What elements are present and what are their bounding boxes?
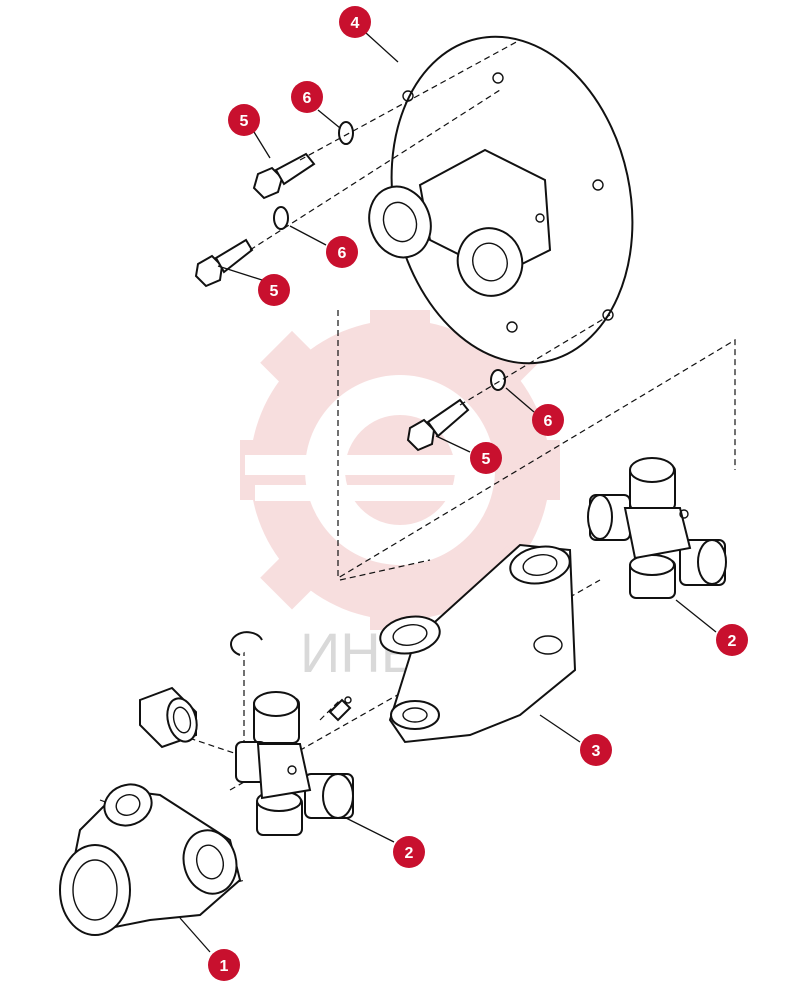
snap-ring	[230, 631, 263, 656]
callout-number: 4	[351, 15, 360, 32]
callout-badge	[326, 236, 358, 268]
callout-number: 2	[405, 845, 414, 862]
callout-2: 2	[716, 624, 748, 656]
washer-lower	[490, 369, 506, 391]
callout-4: 4	[339, 6, 371, 38]
callout-badge	[580, 734, 612, 766]
universal-cross-upper	[587, 457, 727, 599]
callout-5: 5	[228, 104, 260, 136]
callout-number: 1	[220, 958, 229, 975]
callout-6: 6	[291, 81, 323, 113]
callout-5: 5	[258, 274, 290, 306]
callout-1: 1	[208, 949, 240, 981]
callout-6: 6	[532, 404, 564, 436]
bolt-lower	[406, 398, 470, 452]
callout-layer: 4 6 5 6 5 6 5 2 3 2 1	[208, 6, 748, 981]
callout-number: 5	[240, 113, 249, 130]
bolt-middle	[194, 238, 254, 288]
callout-badge	[339, 6, 371, 38]
universal-cross-lower	[235, 691, 354, 836]
grease-fitting	[328, 696, 352, 722]
callout-3: 3	[580, 734, 612, 766]
callout-5: 5	[470, 442, 502, 474]
callout-number: 5	[270, 283, 279, 300]
callout-number: 3	[592, 743, 601, 760]
splined-yoke	[59, 783, 242, 936]
callout-badge	[393, 836, 425, 868]
callout-badge	[470, 442, 502, 474]
watermark-gear-logo	[240, 310, 560, 630]
callout-2: 2	[393, 836, 425, 868]
callout-6: 6	[326, 236, 358, 268]
washer-middle	[273, 206, 289, 230]
callout-badge	[532, 404, 564, 436]
callout-badge	[291, 81, 323, 113]
callout-number: 6	[338, 245, 347, 262]
center-yoke	[379, 543, 577, 744]
bearing-cup	[139, 686, 198, 749]
flange-yoke	[368, 148, 552, 297]
leader-lines	[179, 32, 717, 953]
callout-badge	[258, 274, 290, 306]
callout-number: 6	[303, 90, 312, 107]
callout-badge	[716, 624, 748, 656]
callout-number: 5	[482, 451, 491, 468]
bolt-upper	[252, 152, 316, 200]
washer-upper	[338, 121, 354, 145]
callout-badge	[208, 949, 240, 981]
callout-badge	[228, 104, 260, 136]
callout-number: 6	[544, 413, 553, 430]
callout-number: 2	[728, 633, 737, 650]
